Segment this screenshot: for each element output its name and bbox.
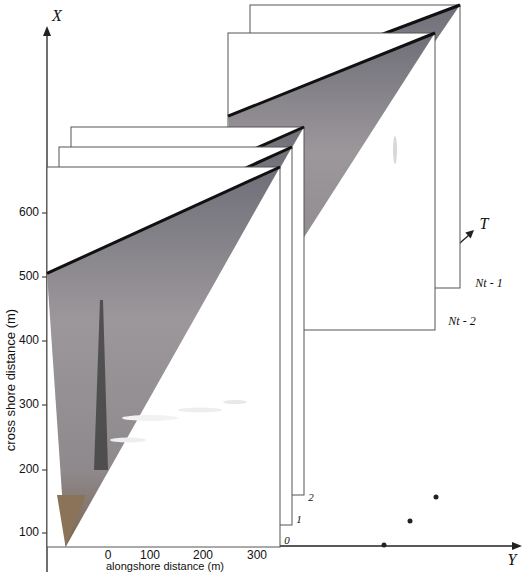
tick [42, 277, 47, 278]
axis-title: alongshore distance (m) [106, 560, 224, 572]
image-frame [47, 167, 280, 547]
axis-label: X [52, 7, 62, 25]
tick [42, 533, 47, 534]
camera-view [47, 167, 280, 547]
axis-label: Y [508, 551, 517, 569]
tick [42, 341, 47, 342]
tick-label: 300 [247, 549, 267, 562]
tick-label: 600 [19, 206, 39, 219]
axis-title: cross shore distance (m) [4, 309, 18, 451]
breaking-wave [178, 408, 222, 413]
tick-label: 300 [19, 398, 39, 411]
frame-index: 2 [308, 491, 314, 503]
breaking-wave [223, 400, 247, 404]
frame-index: 0 [284, 534, 290, 546]
y-arrowhead [512, 542, 522, 550]
frame-index: Nt - 1 [475, 277, 502, 290]
breaking-wave [122, 415, 178, 421]
axis-label: T [480, 215, 489, 233]
tick [42, 405, 47, 406]
tick [42, 213, 47, 214]
frame-index: Nt - 2 [448, 315, 475, 328]
ellipsis-dot [434, 495, 439, 500]
x-ticks [42, 213, 47, 533]
frame-index: 1 [296, 513, 302, 525]
ellipsis-dot [382, 543, 387, 548]
tick [42, 470, 47, 471]
frame-border [47, 167, 280, 547]
horizon-edge [228, 33, 435, 116]
tick-label: 100 [19, 526, 39, 539]
horizon-edge [47, 167, 280, 273]
breaking-wave [110, 438, 146, 443]
tick-label: 400 [19, 334, 39, 347]
tick-label: 200 [19, 463, 39, 476]
ellipsis-dot [408, 519, 413, 524]
wave-streak [393, 136, 397, 164]
beach-sand [57, 495, 86, 547]
x-arrowhead [43, 26, 51, 36]
pier [94, 300, 108, 470]
tick-label: 500 [19, 270, 39, 283]
t-arrowhead [465, 230, 474, 238]
